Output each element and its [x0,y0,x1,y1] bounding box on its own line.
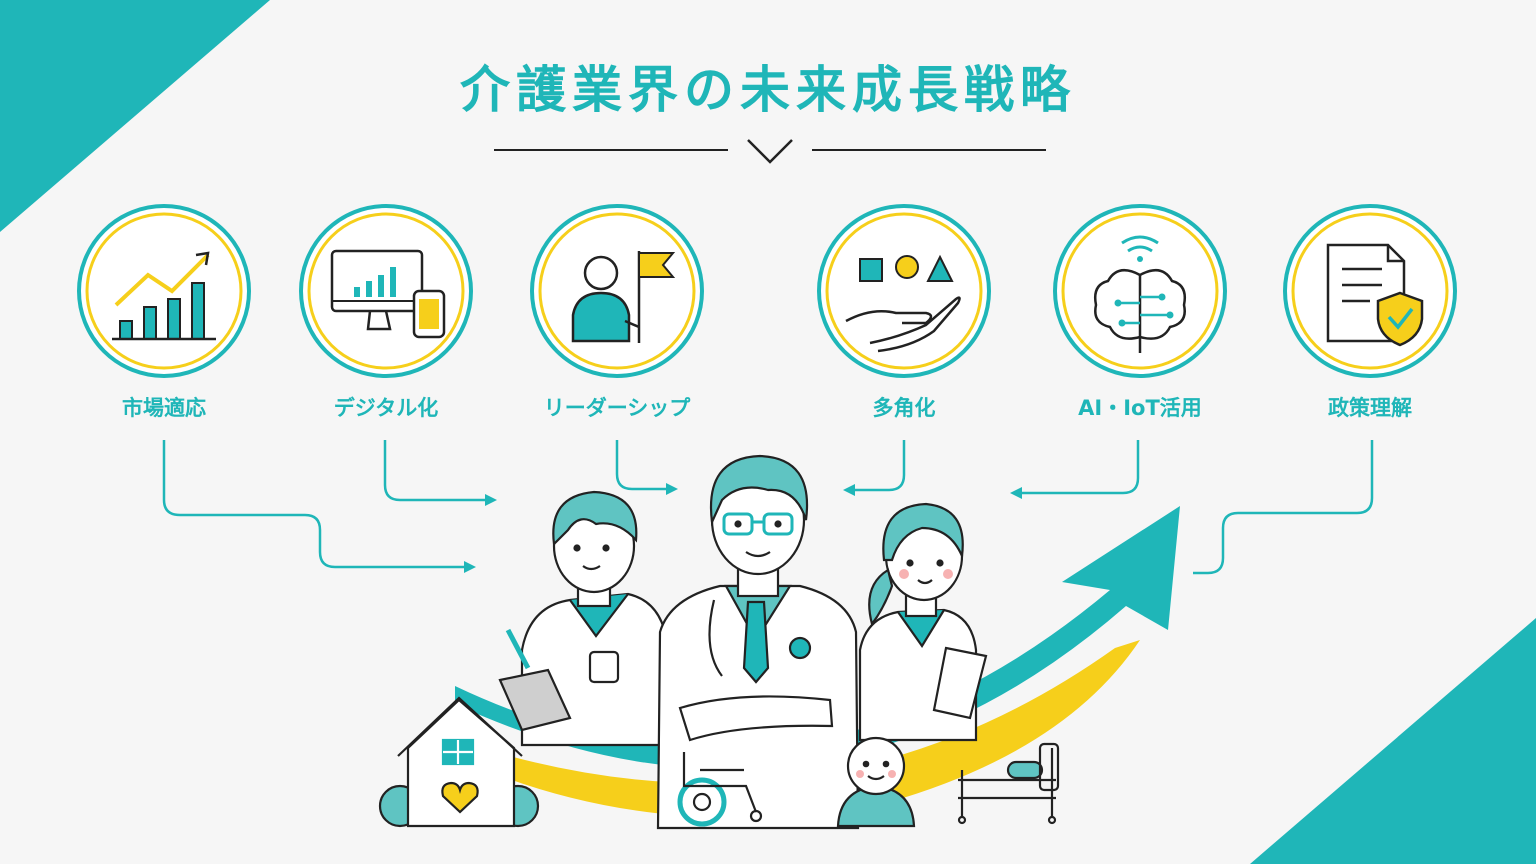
wheelchair-icon [677,752,763,827]
ai-brain-icon [1094,235,1186,353]
strategy-circle-6 [1282,203,1458,379]
caregiver-female [858,502,988,742]
strategy-label-3: リーダーシップ [543,396,691,420]
strategy-circle-5 [1052,203,1228,379]
strategy-circle-3 [529,203,705,379]
connectors [162,440,1374,575]
leader-flag-icon [571,251,676,343]
strategy-label-6: 政策理解 [1328,396,1412,420]
strategy-label-4: 多角化 [872,396,936,420]
connector-6 [1193,440,1374,575]
care-bed-icon [957,742,1060,825]
strategy-label-1: 市場適応 [122,396,206,420]
policy-document-icon [1326,243,1424,347]
strategy-circle-1 [76,203,252,379]
house-icon [378,696,540,828]
growth-chart-icon [112,251,216,341]
corner-accent-bottom-right [1250,618,1536,864]
elderly-person [836,736,916,828]
connector-arrowheads [464,483,1022,573]
caregiver-male [498,490,670,747]
shapes-hand-icon [845,254,961,353]
connector-1 [162,440,466,569]
doctor [656,454,860,830]
corner-accent-top-left [0,0,270,232]
strategy-circle-4 [816,203,992,379]
strategy-label-5: AI・IoT活用 [1078,396,1202,420]
connector-4 [853,440,906,492]
monitor-devices-icon [330,249,446,339]
connector-3 [615,440,668,491]
page-title: 介護業界の未来成長戦略 [460,61,1076,119]
connector-5 [1020,440,1140,495]
strategy-label-2: デジタル化 [333,396,439,420]
strategy-circle-2 [298,203,474,379]
connector-2 [383,440,487,502]
divider-chevron [747,139,793,164]
